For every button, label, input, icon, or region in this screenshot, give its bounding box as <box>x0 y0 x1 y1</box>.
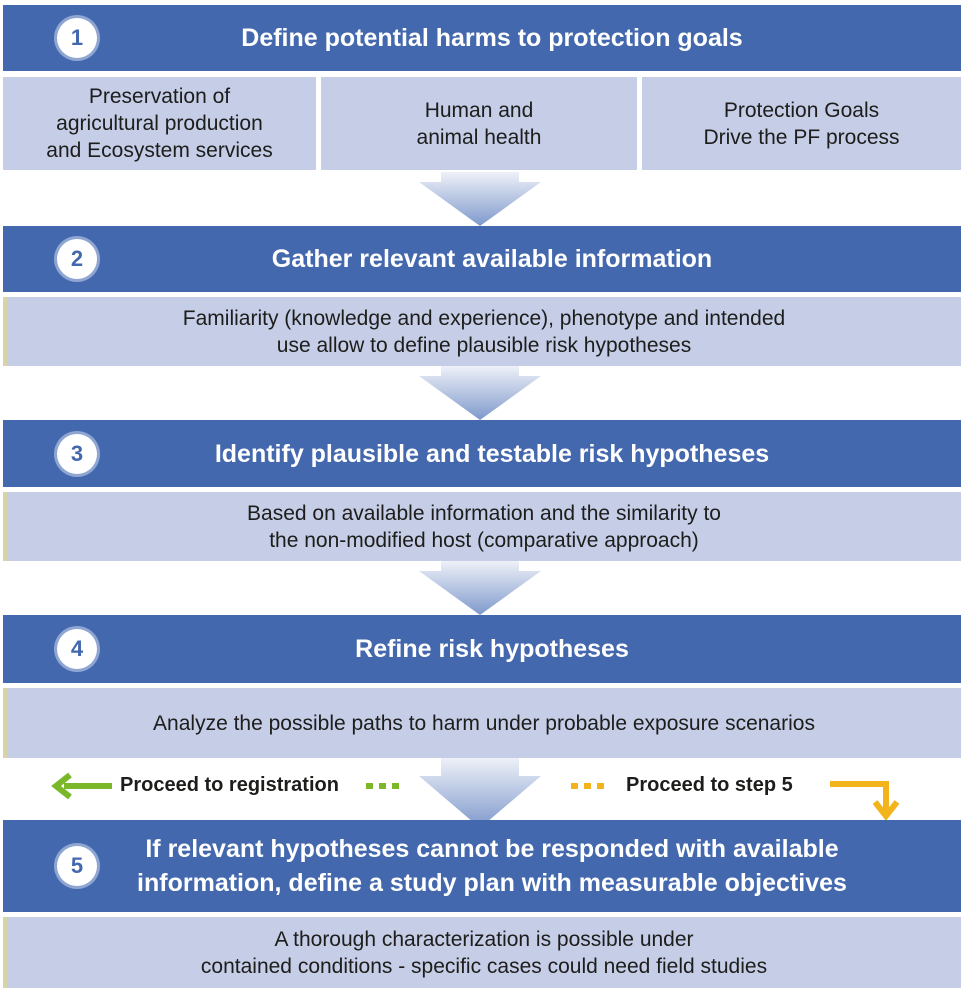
orange-down-right-arrow-icon <box>830 781 900 821</box>
step-5-detail: A thorough characterization is possible … <box>3 917 961 988</box>
green-left-arrow-icon <box>51 772 112 800</box>
step-3-number-badge: 3 <box>57 433 97 474</box>
step-1-title: Define potential harms to protection goa… <box>241 24 743 52</box>
down-arrow-3 <box>419 561 541 615</box>
step-3-title: Identify plausible and testable risk hyp… <box>214 439 770 468</box>
step-3-header: 3 Identify plausible and testable risk h… <box>3 420 961 487</box>
step-5-header: 5 If relevant hypotheses cannot be respo… <box>3 820 961 912</box>
step-3-detail: Based on available information and the s… <box>3 492 961 561</box>
down-arrow-1 <box>419 172 541 226</box>
orange-dotted-connector <box>571 783 604 789</box>
goal-human-animal-health: Human and animal health <box>321 77 637 170</box>
step-4-title: Refine risk hypotheses <box>355 635 629 663</box>
step-5-number-badge: 5 <box>57 846 97 886</box>
down-arrow-4 <box>419 758 541 828</box>
step-1-number-badge: 1 <box>57 18 97 58</box>
goal-protection-goals: Protection Goals Drive the PF process <box>642 77 961 170</box>
proceed-to-registration-label: Proceed to registration <box>120 774 339 796</box>
step-4-number-badge: 4 <box>57 629 97 669</box>
step-4-detail: Analyze the possible paths to harm under… <box>3 688 961 758</box>
goal-agriculture-ecosystem: Preservation of agricultural production … <box>3 77 316 170</box>
proceed-to-step-5-label: Proceed to step 5 <box>626 774 793 796</box>
step-5-title: If relevant hypotheses cannot be respond… <box>137 835 847 897</box>
step-2-header: 2 Gather relevant available information <box>3 226 961 292</box>
step-2-title: Gather relevant available information <box>271 245 713 273</box>
step-2-detail: Familiarity (knowledge and experience), … <box>3 297 961 366</box>
green-dotted-connector <box>366 783 399 789</box>
step-4-header: 4 Refine risk hypotheses <box>3 615 961 683</box>
step-1-header: 1 Define potential harms to protection g… <box>3 5 961 71</box>
down-arrow-2 <box>419 366 541 420</box>
step-2-number-badge: 2 <box>57 239 97 279</box>
